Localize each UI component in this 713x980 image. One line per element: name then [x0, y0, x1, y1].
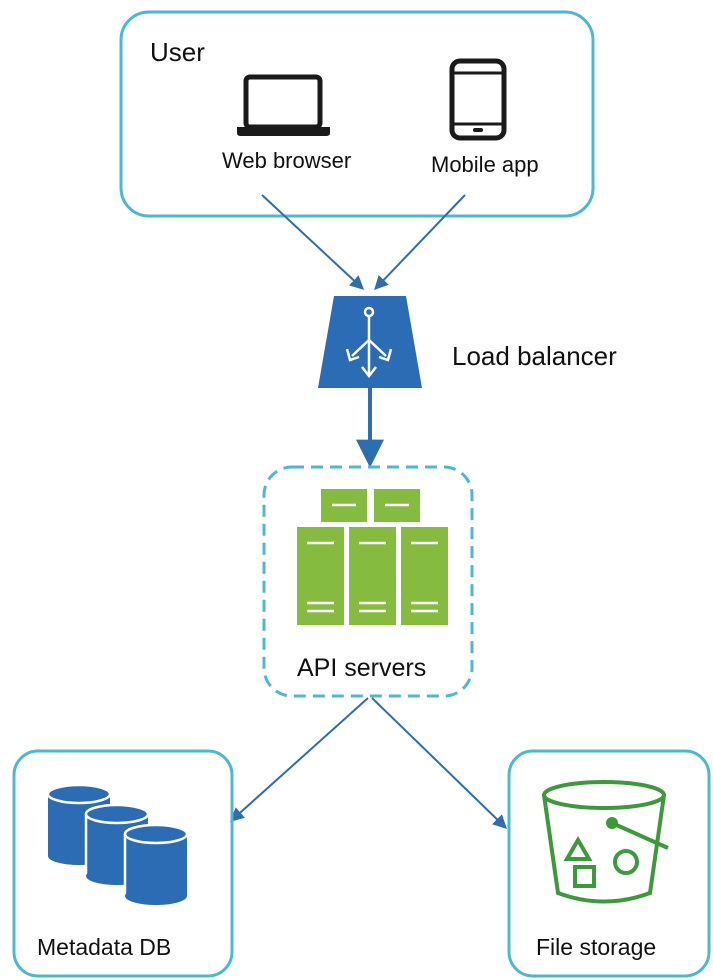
file-storage-box [507, 749, 711, 978]
bucket-icon [542, 780, 669, 904]
load-balancer-label: Load balancer [452, 341, 617, 371]
database-icon [46, 783, 189, 905]
arrow-app-to-lb [374, 194, 466, 291]
arrow-api-to-file-storage [371, 697, 508, 829]
user-title: User [150, 37, 205, 67]
servers-icon [297, 489, 448, 625]
metadata-db-box [12, 749, 234, 978]
user-box [119, 10, 595, 218]
laptop-icon [237, 74, 330, 136]
arrow-api-to-metadata-db [229, 697, 369, 822]
load-balancer-icon [318, 296, 422, 388]
file-storage-label: File storage [536, 934, 657, 960]
web-browser-label: Web browser [222, 148, 352, 173]
metadata-db-label: Metadata DB [37, 934, 172, 960]
arrow-browser-to-lb [261, 194, 365, 290]
mobile-app-label: Mobile app [431, 152, 539, 177]
api-servers-box [262, 465, 474, 698]
api-servers-label: API servers [297, 654, 427, 682]
phone-icon [449, 58, 507, 141]
